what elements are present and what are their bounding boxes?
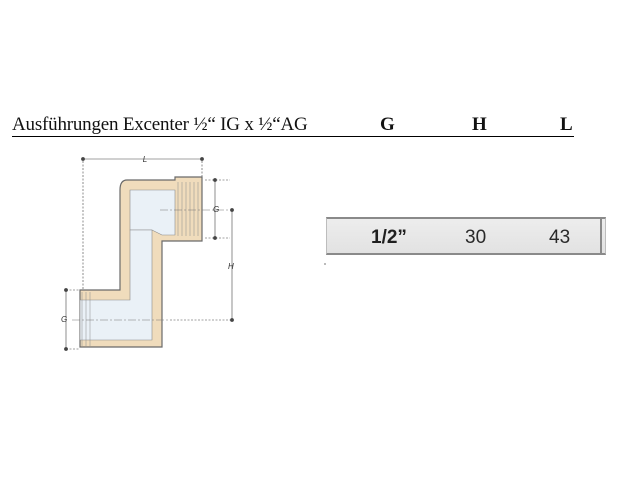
centerlines — [72, 209, 230, 321]
eccentric-fitting-drawing: L G — [61, 155, 234, 351]
dimension-l — [81, 157, 204, 290]
dimension-g-top — [205, 178, 230, 240]
header-row: Ausführungen Excenter ½“ IG x ½“AG G H L — [12, 114, 574, 137]
label-g-top: G — [213, 205, 219, 214]
fitting-body — [79, 176, 203, 348]
row-end-divider — [600, 217, 602, 255]
column-header-h: H — [472, 114, 487, 135]
dimension-g-left — [64, 288, 80, 351]
variant-title: Ausführungen Excenter ½“ IG x ½“AG — [12, 114, 308, 135]
dimension-h — [170, 208, 234, 322]
column-header-g: G — [380, 114, 395, 135]
cell-l: 43 — [549, 227, 571, 248]
table-row: 1/2” 30 43 — [324, 217, 606, 265]
cell-h: 30 — [465, 227, 487, 248]
label-g-left: G — [61, 315, 67, 324]
label-l: L — [143, 155, 147, 164]
cell-size: 1/2” — [371, 227, 407, 248]
label-h: H — [228, 262, 234, 271]
column-header-l: L — [560, 114, 573, 135]
row-artifact — [324, 263, 326, 265]
